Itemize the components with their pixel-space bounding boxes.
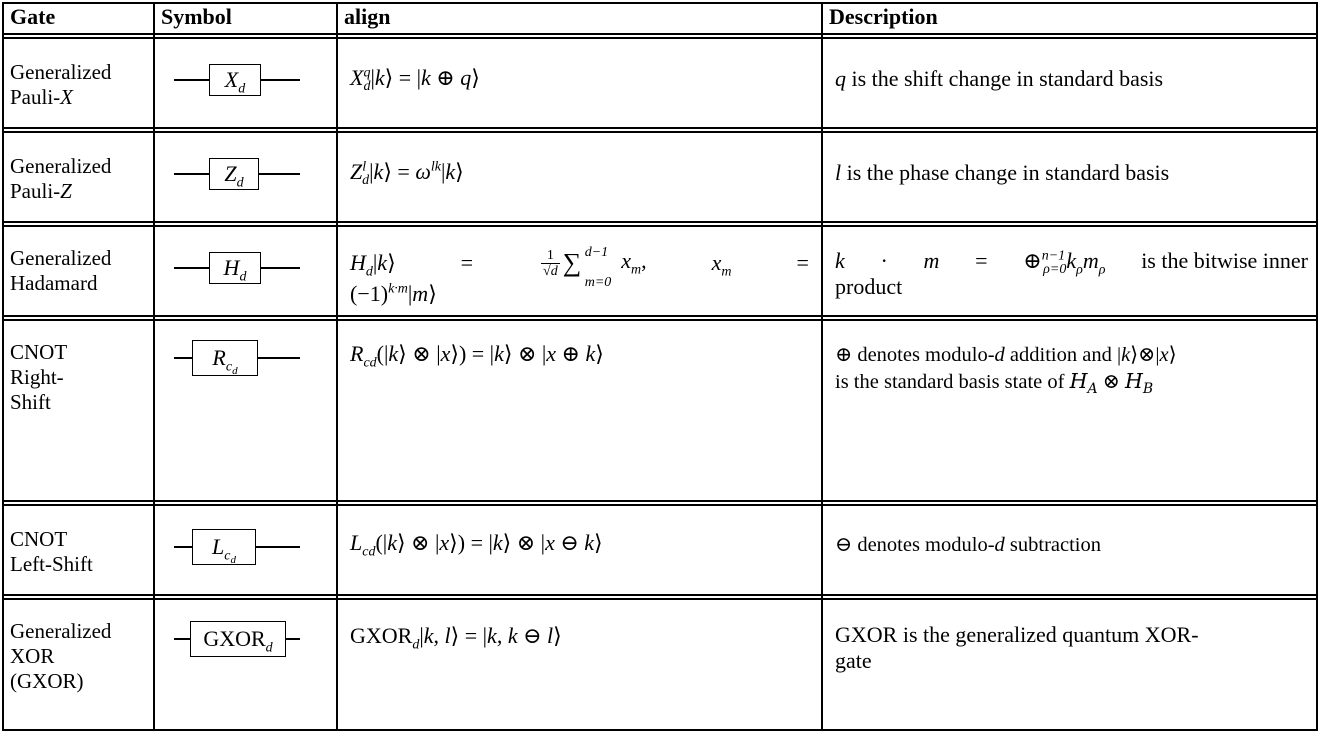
gate-symbol-cnot-right: Rcd	[155, 338, 336, 377]
gate-symbol-hadamard: Hd	[155, 250, 336, 284]
table-row-gate: Generalized XOR (GXOR)	[10, 619, 112, 693]
table-row-gate: Generalized Pauli-Z	[10, 154, 112, 203]
table-row-gate: Generalized Hadamard	[10, 246, 112, 295]
row-divider	[2, 504, 1318, 506]
row-divider	[2, 127, 1318, 129]
header-divider	[2, 33, 1318, 35]
gate-symbol-pauli-x: Xd	[155, 62, 336, 96]
table-row-gate: Generalized Pauli-X	[10, 60, 112, 109]
gate-box: Zd	[209, 158, 259, 190]
formula-pauli-z: Zld|k⟩ = ωlk|k⟩	[350, 159, 464, 189]
table-row-gate: CNOT Left-Shift	[10, 527, 93, 576]
gate-symbol-cnot-left: Lcd	[155, 527, 336, 566]
description-gxor: GXOR is the generalized quantum XOR- gat…	[835, 622, 1199, 673]
row-divider	[2, 500, 1318, 502]
header-align: align	[344, 4, 391, 29]
row-divider	[2, 598, 1318, 600]
header-divider	[2, 37, 1318, 39]
row-divider	[2, 225, 1318, 227]
header-description: Description	[829, 4, 938, 29]
description-cnot-right: ⊕ denotes modulo-d addition and |k⟩⊗|x⟩ …	[835, 344, 1177, 398]
column-divider-2	[336, 2, 338, 731]
formula-cnot-right: Rcd(|k⟩ ⊗ |x⟩) = |k⟩ ⊗ |x ⊕ k⟩	[350, 341, 604, 371]
row-divider	[2, 221, 1318, 223]
row-divider	[2, 131, 1318, 133]
table-border-left	[2, 2, 4, 731]
row-divider	[2, 319, 1318, 321]
table-border-top	[2, 2, 1318, 4]
formula-gxor: GXORd|k, l⟩ = |k, k ⊖ l⟩	[350, 623, 562, 653]
row-divider	[2, 594, 1318, 596]
formula-pauli-x: Xqd|k⟩ = |k ⊕ q⟩	[350, 65, 480, 95]
gate-box: Lcd	[192, 529, 256, 566]
gate-box: Hd	[209, 252, 261, 284]
table-row-gate: CNOT Right- Shift	[10, 340, 68, 414]
gate-box: Xd	[209, 64, 261, 96]
description-hadamard: k·m= ⊕n−1ρ=0kρmρ is the bitwise inner pr…	[835, 248, 1308, 299]
gate-symbol-pauli-z: Zd	[155, 156, 336, 190]
column-divider-3	[821, 2, 823, 731]
header-gate: Gate	[10, 4, 56, 29]
description-pauli-x: q is the shift change in standard basis	[835, 66, 1164, 91]
gate-box: Rcd	[192, 340, 258, 377]
column-divider-1	[153, 2, 155, 731]
formula-cnot-left: Lcd(|k⟩ ⊗ |x⟩) = |k⟩ ⊗ |x ⊖ k⟩	[350, 530, 603, 560]
description-pauli-z: l is the phase change in standard basis	[835, 160, 1170, 185]
header-symbol: Symbol	[161, 4, 232, 29]
gate-box: GXORd	[190, 621, 286, 657]
table-border-right	[1316, 2, 1318, 731]
description-cnot-left: ⊖ denotes modulo-d subtraction	[835, 534, 1101, 556]
gate-symbol-gxor: GXORd	[155, 619, 336, 657]
row-divider	[2, 315, 1318, 317]
table-border-bottom	[2, 729, 1318, 731]
